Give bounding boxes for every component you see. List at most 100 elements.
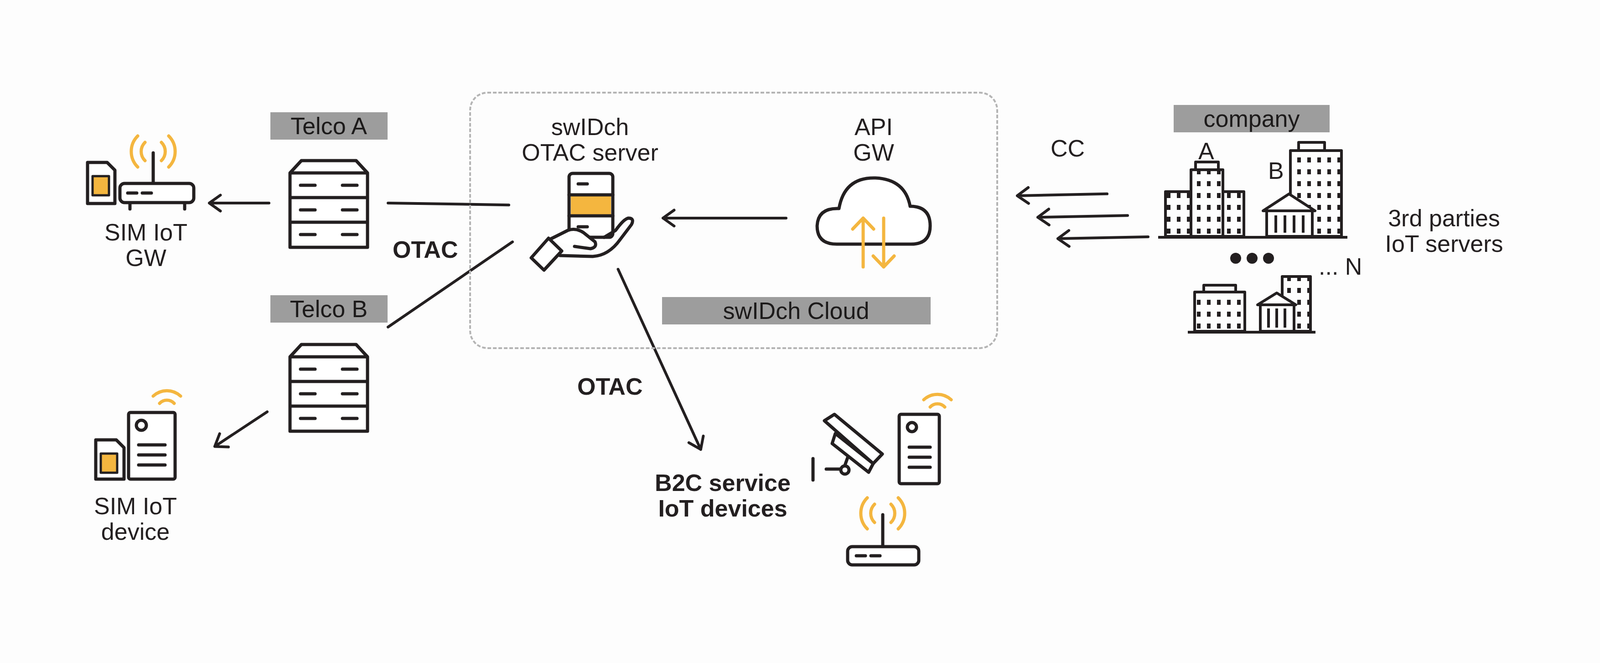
b2c-devices-icon-part <box>860 393 952 529</box>
building-label: B <box>1266 157 1286 184</box>
sim-iot-gateway-icon-part <box>127 191 152 195</box>
device-label: SIM IoT device <box>85 492 186 544</box>
connector-arrow <box>1057 230 1149 247</box>
telco-b-server <box>289 344 368 431</box>
sim-iot-gateway-icon-part <box>87 162 115 204</box>
connector-arrow <box>662 209 787 226</box>
company-buildings-part <box>1268 308 1285 328</box>
region-label: swIDch Cloud <box>662 296 931 325</box>
company-group: company 3rd parties IoT servers <box>1103 102 1519 338</box>
company-buildings-part <box>1275 215 1304 233</box>
b2c-devices-icon-part <box>856 554 881 558</box>
b2c-devices-icon <box>812 393 952 565</box>
company-buildings-part <box>1246 252 1258 264</box>
sim-iot-gateway-icon-part <box>131 135 176 167</box>
connector-arrow <box>214 411 268 447</box>
sim-iot-device-icon-part <box>95 439 125 479</box>
server-label: swIDch OTAC server <box>517 113 663 166</box>
iot-device: SIM IoT device <box>77 383 208 545</box>
sim-iot-device-icon-part <box>153 390 181 404</box>
company-buildings-part <box>1263 193 1316 211</box>
sim-iot-gateway-icon-part <box>151 152 156 184</box>
api-gateway-cloud-part <box>852 217 874 267</box>
telco-label: Telco B <box>270 295 388 323</box>
telco-server: Telco A <box>269 109 390 251</box>
building-label: ... N <box>1316 253 1364 280</box>
telco-b-server-part <box>289 344 368 431</box>
otac-server-icon-part <box>569 194 613 216</box>
b2c-devices-icon-part <box>909 446 931 467</box>
sim-iot-device-icon <box>95 390 181 479</box>
otac-server-icon-part <box>559 217 633 257</box>
edge-label: OTAC <box>390 236 460 263</box>
company-buildings-part <box>1194 291 1245 332</box>
api-gateway-cloud-part <box>817 177 931 244</box>
telco-server: Telco B <box>269 291 390 438</box>
otac-server-icon-part <box>578 183 588 227</box>
telco-a-server <box>289 160 368 248</box>
company-buildings-part <box>1222 191 1244 237</box>
sim-iot-device-icon-part <box>128 412 176 479</box>
gateway-label: API GW <box>844 113 904 166</box>
connector-arrow <box>209 195 270 212</box>
company-buildings-part <box>1203 284 1236 292</box>
sim-iot-device-icon-part <box>138 444 166 465</box>
connector-arrow <box>618 269 704 450</box>
company-buildings-part <box>1266 210 1313 237</box>
b2c-devices-icon-part <box>899 414 940 484</box>
sim-iot-device-icon-part <box>153 390 181 404</box>
company-buildings <box>1158 142 1348 332</box>
edge-label: OTAC <box>575 373 645 399</box>
b2c-devices-icon-part <box>870 503 896 523</box>
b2c-devices-icon-part <box>923 393 952 407</box>
api-gateway-cloud <box>817 177 931 267</box>
company-buildings-part <box>1230 252 1242 264</box>
sim-iot-gateway-icon-part <box>119 183 194 203</box>
sim-iot-gateway-icon-part <box>131 135 176 167</box>
sim-iot-gateway-icon-part <box>141 142 166 161</box>
company-buildings-part <box>1260 304 1295 332</box>
telco-a-server-part <box>289 160 368 248</box>
api-gateway-cloud-part <box>852 217 895 267</box>
b2c-devices-icon-part <box>840 465 850 474</box>
connector-arrow <box>388 202 509 205</box>
edge-label: CC <box>1048 135 1087 161</box>
company-buildings-part <box>1298 142 1325 151</box>
otac-server-icon <box>531 173 633 270</box>
b2c-devices-icon-part <box>881 514 885 547</box>
b2c-devices-icon-part <box>860 497 905 529</box>
company-buildings-part <box>1187 330 1316 334</box>
sim-iot-gateway-icon-part <box>92 176 109 196</box>
cloud-region: swIDch Cloud swIDch OTAC server API GW <box>469 91 999 349</box>
otac-server: swIDch OTAC server <box>507 108 668 271</box>
b2c-devices-icon-part <box>907 422 917 432</box>
company-buildings-part <box>1257 292 1296 305</box>
company-buildings-part <box>1190 169 1223 237</box>
api-gateway-cloud-part <box>873 217 895 267</box>
api-gateway: API GW <box>786 108 996 271</box>
sim-iot-device-icon-part <box>100 453 118 473</box>
group-caption: 3rd parties IoT servers <box>1375 205 1513 257</box>
company-buildings-part <box>1165 191 1191 237</box>
group-label: company <box>1173 104 1330 133</box>
b2c-devices-icon-part <box>811 458 815 480</box>
sim-iot-gateway-icon-part <box>129 203 185 209</box>
b2c-devices: B2C service IoT devices <box>638 451 967 570</box>
sim-iot-gateway-icon <box>87 135 194 209</box>
device-label: B2C service IoT devices <box>645 469 801 521</box>
connector-arrow <box>1037 208 1128 225</box>
b2c-devices-icon-part <box>832 433 874 472</box>
building-label: A <box>1196 138 1217 164</box>
sim-iot-device-icon-part <box>136 419 147 430</box>
telco-label: Telco A <box>270 112 388 140</box>
iot-gateway: SIM IoT GW <box>77 127 208 272</box>
otac-server-icon-part <box>569 173 613 238</box>
company-buildings-part <box>1158 235 1348 239</box>
otac-server-icon-part <box>570 194 612 215</box>
otac-server-icon-part <box>531 238 562 270</box>
b2c-devices-icon-part <box>847 546 919 565</box>
connector-arrow <box>1017 187 1108 204</box>
